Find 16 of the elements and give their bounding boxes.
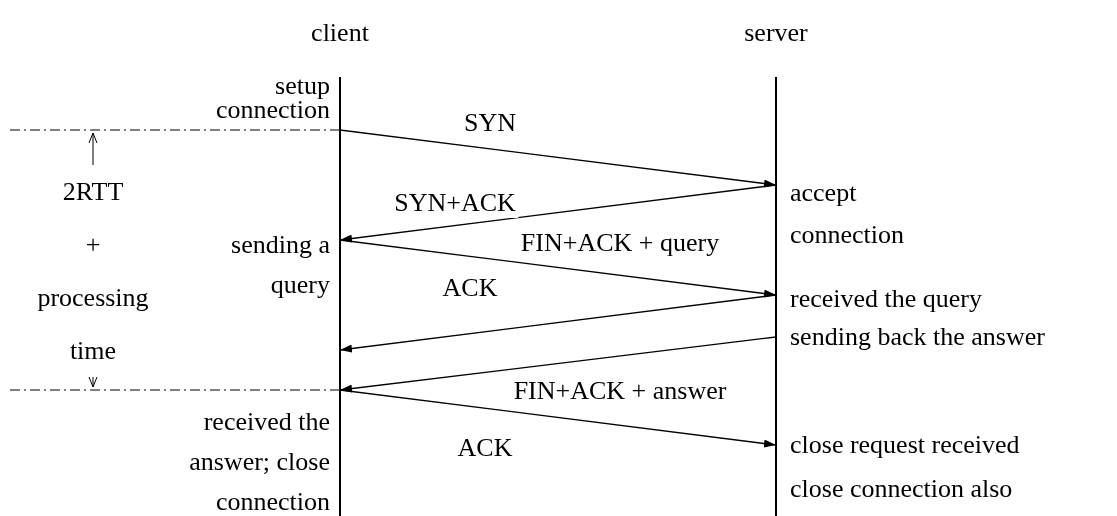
lifeline-label: server <box>743 18 809 48</box>
annotation: close request received <box>790 430 1021 460</box>
arrow <box>339 184 777 243</box>
annotation: received the query <box>790 284 983 314</box>
annotation: sending a query <box>230 229 330 301</box>
arrow <box>339 239 777 298</box>
annotation: accept connection <box>790 177 906 251</box>
arrow <box>339 389 777 448</box>
annotation: sending back the answer <box>790 322 1046 352</box>
lifeline-label: client <box>310 18 370 48</box>
annotation: close connection also <box>790 474 1014 504</box>
annotation: setup connection <box>214 74 330 122</box>
arrow <box>339 129 777 188</box>
annotation: received the answer; close connection <box>188 406 330 516</box>
arrow <box>339 294 777 353</box>
arrow <box>339 336 777 393</box>
